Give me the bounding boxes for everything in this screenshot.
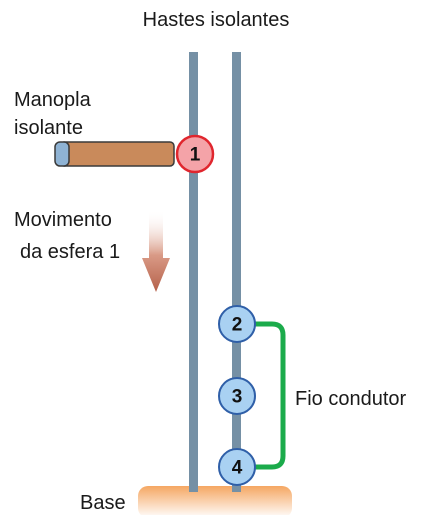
sphere-1-number: 1	[190, 145, 201, 166]
sphere-2: 2	[218, 305, 256, 343]
sphere-2-circle	[218, 305, 256, 343]
insulating-handle	[59, 141, 175, 167]
sphere-4: 4	[218, 448, 256, 486]
title-label: Hastes isolantes	[143, 9, 290, 31]
sphere-3-number: 3	[232, 387, 243, 408]
sphere-4-number: 4	[232, 458, 243, 479]
wire-label: Fio condutor	[295, 388, 407, 410]
sphere-1: 1	[175, 134, 215, 174]
sphere-1-circle	[175, 134, 215, 174]
sphere-4-circle	[218, 448, 256, 486]
base	[138, 486, 292, 515]
movement-arrow	[142, 210, 170, 292]
sphere-2-number: 2	[232, 315, 243, 336]
sphere-3-circle	[218, 377, 256, 415]
base-label: Base	[80, 492, 126, 514]
insulating-rod-right	[232, 52, 241, 492]
handle-label-line2: isolante	[14, 117, 83, 139]
handle-cap	[54, 141, 70, 167]
conducting-wire	[253, 321, 286, 470]
sphere-3: 3	[218, 377, 256, 415]
movement-label-line2: da esfera 1	[20, 241, 120, 263]
handle-label-line1: Manopla	[14, 89, 92, 111]
movement-label-line1: Movimento	[14, 209, 112, 231]
insulating-rod-left	[189, 52, 198, 492]
